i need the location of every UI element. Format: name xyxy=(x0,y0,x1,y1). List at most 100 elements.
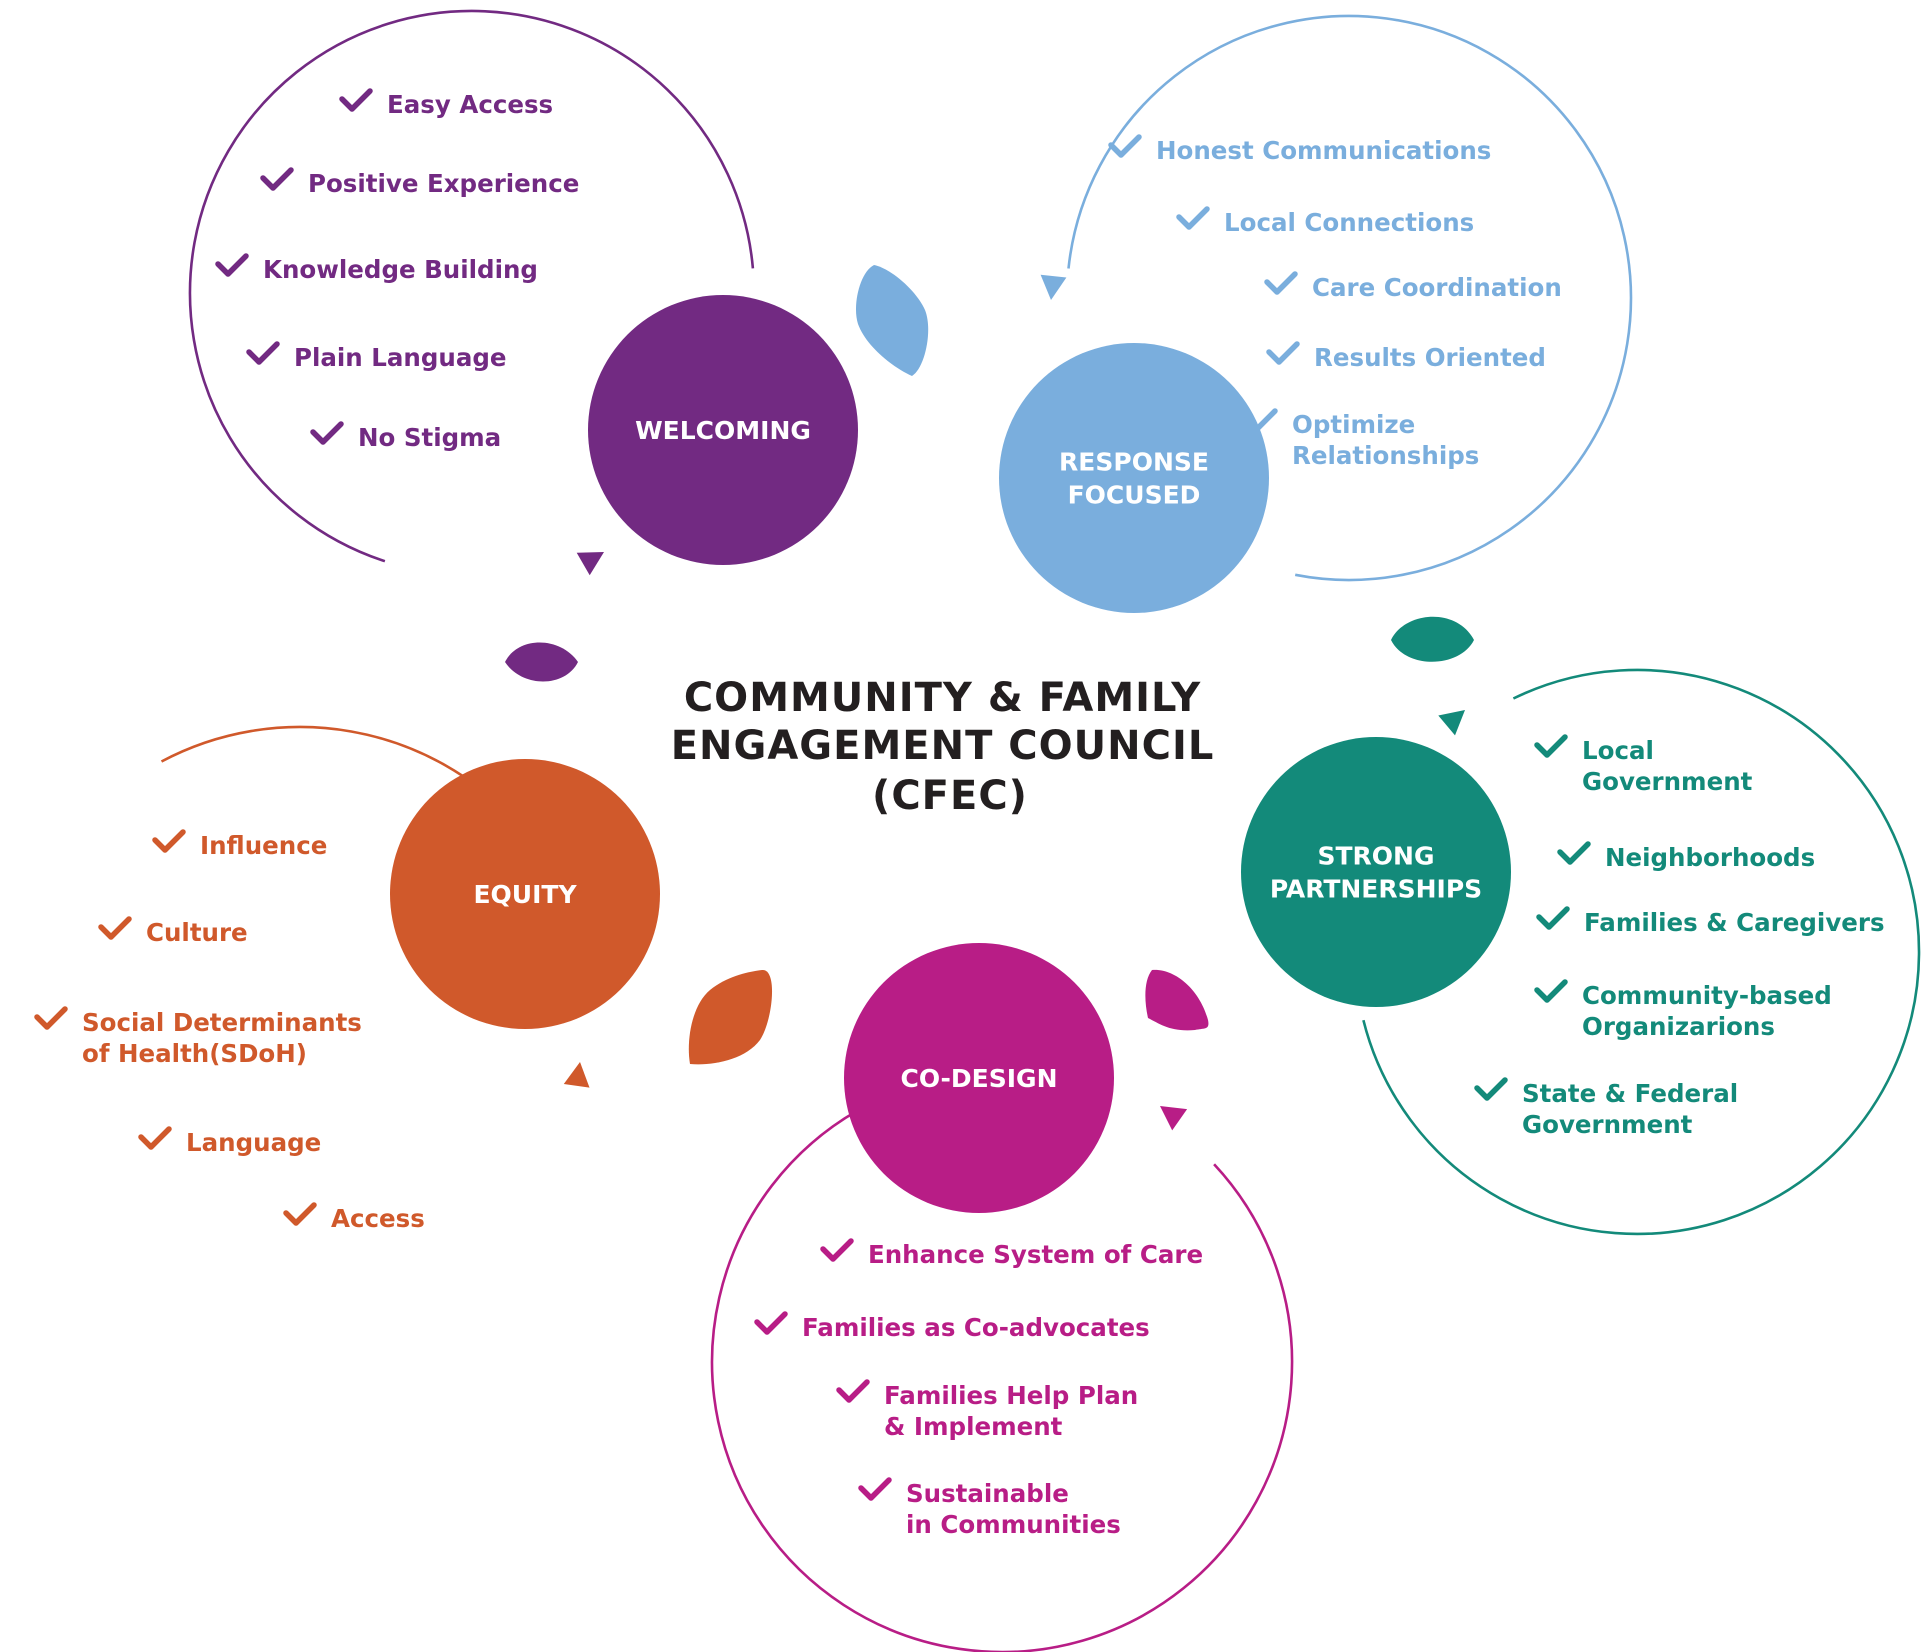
arrowhead-icon xyxy=(1040,274,1067,300)
response-focused-hub: RESPONSE FOCUSED xyxy=(999,343,1269,613)
arrowhead-icon xyxy=(563,1062,590,1088)
item-label-line: Influence xyxy=(200,831,327,860)
response-focused-item: Care Coordination xyxy=(1264,271,1562,302)
strong-partnerships-item: Neighborhoods xyxy=(1557,841,1815,872)
item-label: Language xyxy=(186,1128,321,1157)
checkmark-icon xyxy=(215,253,249,277)
checkmark-icon xyxy=(310,421,344,445)
item-label: No Stigma xyxy=(358,423,501,452)
checkmark-icon xyxy=(1474,1077,1508,1101)
checkmark-icon xyxy=(836,1379,870,1403)
checkmark-icon xyxy=(1244,408,1278,432)
arrowhead-icon xyxy=(1160,1106,1188,1131)
item-label-line: Honest Communications xyxy=(1156,136,1491,165)
item-label-line: Families Help Plan xyxy=(884,1381,1138,1410)
leaf-icon xyxy=(505,642,578,682)
arrowhead-icon xyxy=(1438,710,1465,736)
co-design-item: Families Help Plan& Implement xyxy=(836,1379,1138,1441)
co-design-hub: CO-DESIGN xyxy=(844,943,1114,1213)
response-focused-hub-circle xyxy=(999,343,1269,613)
strong-partnerships-hub-circle xyxy=(1241,737,1511,1007)
checkmark-icon xyxy=(246,341,280,365)
item-label-line: Easy Access xyxy=(387,90,553,119)
response-focused-loop-ring xyxy=(1067,14,1633,582)
item-label: Easy Access xyxy=(387,90,553,119)
item-label-line: Local xyxy=(1582,736,1654,765)
item-label-line: State & Federal xyxy=(1522,1079,1738,1108)
hub-label-line: RESPONSE xyxy=(1059,448,1209,477)
response-focused-hub-label: RESPONSE FOCUSED xyxy=(1059,448,1209,510)
strong-partnerships-item: Families & Caregivers xyxy=(1536,906,1885,937)
equity-item: Influence xyxy=(152,829,327,860)
item-label-line: Relationships xyxy=(1292,441,1479,470)
equity-item: Access xyxy=(283,1202,425,1233)
item-label: Neighborhoods xyxy=(1605,843,1815,872)
item-label: Influence xyxy=(200,831,327,860)
item-label: Culture xyxy=(146,918,248,947)
hub-label-line: WELCOMING xyxy=(635,416,811,445)
checkmark-icon xyxy=(1264,271,1298,295)
diagram-title: COMMUNITY & FAMILY ENGAGEMENT COUNCIL (C… xyxy=(671,675,1230,819)
item-label-line: Sustainable xyxy=(906,1479,1069,1508)
equity-item: Language xyxy=(138,1126,321,1157)
item-label: Honest Communications xyxy=(1156,136,1491,165)
response-focused-item: Local Connections xyxy=(1176,206,1474,237)
checkmark-icon xyxy=(1557,841,1591,865)
item-label-line: Neighborhoods xyxy=(1605,843,1815,872)
checkmark-icon xyxy=(1536,906,1570,930)
welcoming-loop-ring xyxy=(188,9,755,563)
item-label-line: Families as Co-advocates xyxy=(802,1313,1150,1342)
equity-hub-label: EQUITY xyxy=(473,880,577,909)
checkmark-icon xyxy=(820,1238,854,1262)
checkmark-icon xyxy=(1176,206,1210,230)
item-label: Plain Language xyxy=(294,343,507,372)
item-label: Families Help Plan& Implement xyxy=(884,1381,1138,1441)
equity-hub: EQUITY xyxy=(390,759,660,1029)
item-label-line: Knowledge Building xyxy=(263,255,538,284)
item-label: Care Coordination xyxy=(1312,273,1562,302)
leaf-icon xyxy=(855,265,929,376)
checkmark-icon xyxy=(1266,341,1300,365)
item-label-line: Culture xyxy=(146,918,248,947)
decorative-leaves xyxy=(505,265,1474,1065)
strong-partnerships-loop-ring xyxy=(1362,668,1921,1236)
hub-label-line: FOCUSED xyxy=(1068,481,1201,510)
item-label-line: Enhance System of Care xyxy=(868,1240,1203,1269)
title-line-1: COMMUNITY & FAMILY xyxy=(684,675,1201,721)
item-label-line: Results Oriented xyxy=(1314,343,1546,372)
co-design-item: Enhance System of Care xyxy=(820,1238,1203,1269)
item-label-line: Access xyxy=(331,1204,425,1233)
item-label-line: Language xyxy=(186,1128,321,1157)
item-label: Results Oriented xyxy=(1314,343,1546,372)
item-label: Positive Experience xyxy=(308,169,579,198)
item-label-line: Positive Experience xyxy=(308,169,579,198)
welcoming-item: Positive Experience xyxy=(260,167,579,198)
co-design-loop-ring xyxy=(710,1109,1294,1652)
cluster-rings xyxy=(160,9,1921,1652)
item-label-line: Families & Caregivers xyxy=(1584,908,1885,937)
hub-label-line: CO-DESIGN xyxy=(900,1064,1057,1093)
item-label-line: of Health(SDoH) xyxy=(82,1039,307,1068)
item-label: Families & Caregivers xyxy=(1584,908,1885,937)
item-label-line: Social Determinants xyxy=(82,1008,362,1037)
item-label-line: Optimize xyxy=(1292,410,1415,439)
response-focused-item: Results Oriented xyxy=(1266,341,1546,372)
checkmark-icon xyxy=(138,1126,172,1150)
title-line-3: (CFEC) xyxy=(872,773,1028,819)
item-label: Local Connections xyxy=(1224,208,1474,237)
co-design-hub-label: CO-DESIGN xyxy=(900,1064,1057,1093)
hub-label-line: EQUITY xyxy=(473,880,577,909)
